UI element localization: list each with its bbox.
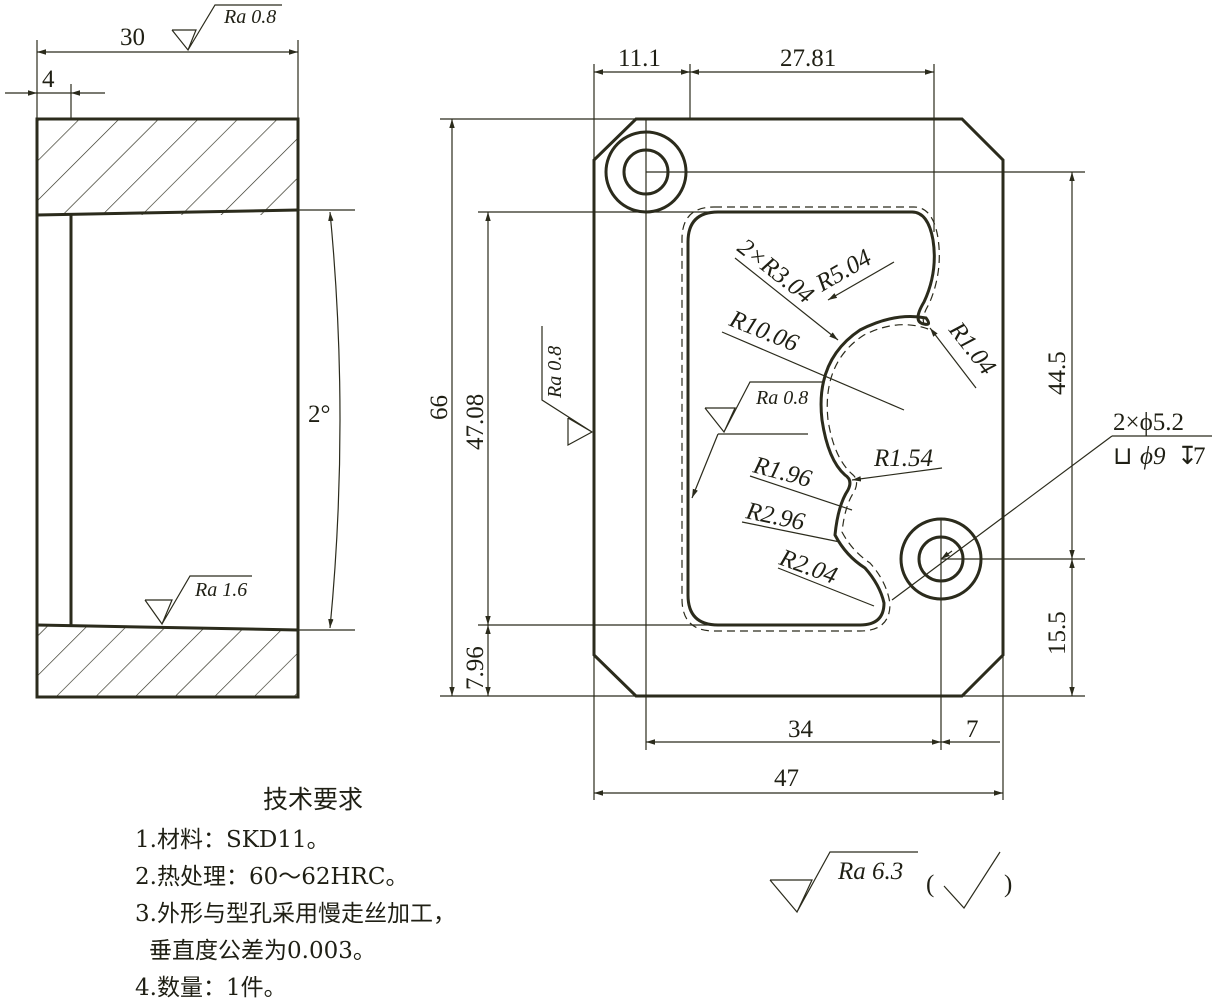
roughness-symbol-left: Ra 0.8 — [541, 326, 594, 447]
svg-text:2×ϕ5.2: 2×ϕ5.2 — [1113, 409, 1184, 436]
notes-title: 技术要求 — [263, 785, 364, 814]
check-mark — [943, 851, 1001, 909]
cavity-profile — [686, 210, 936, 627]
dim-47-08: 47.08 — [462, 394, 489, 450]
svg-text:Ra 1.6: Ra 1.6 — [194, 579, 247, 601]
radius-R2-96: R2.96 — [743, 497, 808, 536]
dim-30: 30 — [120, 24, 145, 51]
svg-text:): ) — [1004, 871, 1012, 898]
note-item: 垂直度公差为0.003。 — [149, 938, 376, 964]
radius-R2-04: R2.04 — [775, 544, 841, 590]
svg-text:Ra 0.8: Ra 0.8 — [223, 6, 276, 28]
side-hatch-top — [37, 119, 298, 215]
roughness-symbol-cavity: Ra 0.8 — [691, 381, 822, 499]
hole-callout: 2×ϕ5.2 ⊔ ϕ9 ↧ 7 — [1113, 409, 1206, 470]
svg-text:Ra 6.3: Ra 6.3 — [837, 858, 903, 885]
dim-15-5: 15.5 — [1044, 611, 1071, 655]
dim-angle: 2° — [308, 401, 331, 428]
svg-text:Ra 0.8: Ra 0.8 — [755, 387, 808, 409]
dim-11-1: 11.1 — [618, 45, 661, 72]
front-view: 11.1 27.81 66 47.08 7.96 44.5 15.5 34 7 … — [426, 45, 1212, 800]
dim-27-81: 27.81 — [780, 45, 836, 72]
svg-text:↧: ↧ — [1177, 443, 1198, 470]
note-item: 1.材料：SKD11。 — [135, 827, 330, 853]
svg-text:Ra 0.8: Ra 0.8 — [544, 346, 566, 399]
dim-7: 7 — [966, 716, 979, 743]
dim-7-96: 7.96 — [462, 646, 489, 690]
radius-R1-54: R1.54 — [873, 445, 933, 472]
side-hatch-bottom — [37, 625, 298, 697]
note-item: 3.外形与型孔采用慢走丝加工， — [135, 901, 456, 927]
dim-66: 66 — [426, 395, 453, 420]
dim-4: 4 — [42, 66, 55, 93]
technical-requirements: 技术要求 1.材料：SKD11。 2.热处理：60～62HRC。 3.外形与型孔… — [135, 780, 595, 1007]
roughness-symbol-top: Ra 0.8 — [171, 4, 282, 52]
svg-text:⊔: ⊔ — [1113, 443, 1133, 470]
svg-text:7: 7 — [1193, 443, 1206, 470]
radius-R1-04: R1.04 — [943, 316, 1001, 380]
dim-47: 47 — [774, 765, 799, 792]
svg-text:ϕ9: ϕ9 — [1140, 443, 1166, 470]
note-item: 2.热处理：60～62HRC。 — [135, 864, 409, 890]
radius-2xR3-04: 2×R3.04 — [732, 233, 818, 309]
note-item: 4.数量：1件。 — [135, 975, 287, 1001]
dim-44-5: 44.5 — [1044, 351, 1071, 395]
svg-text:(: ( — [926, 871, 934, 898]
side-outline — [35, 117, 300, 699]
side-view: 30 4 2° Ra 0.8 Ra 1.6 — [5, 4, 355, 699]
dim-34: 34 — [788, 716, 814, 743]
radius-R5-04: R5.04 — [811, 244, 876, 297]
general-roughness: Ra 6.3 ( ) — [769, 851, 1012, 914]
roughness-symbol-inner: Ra 1.6 — [144, 575, 252, 626]
